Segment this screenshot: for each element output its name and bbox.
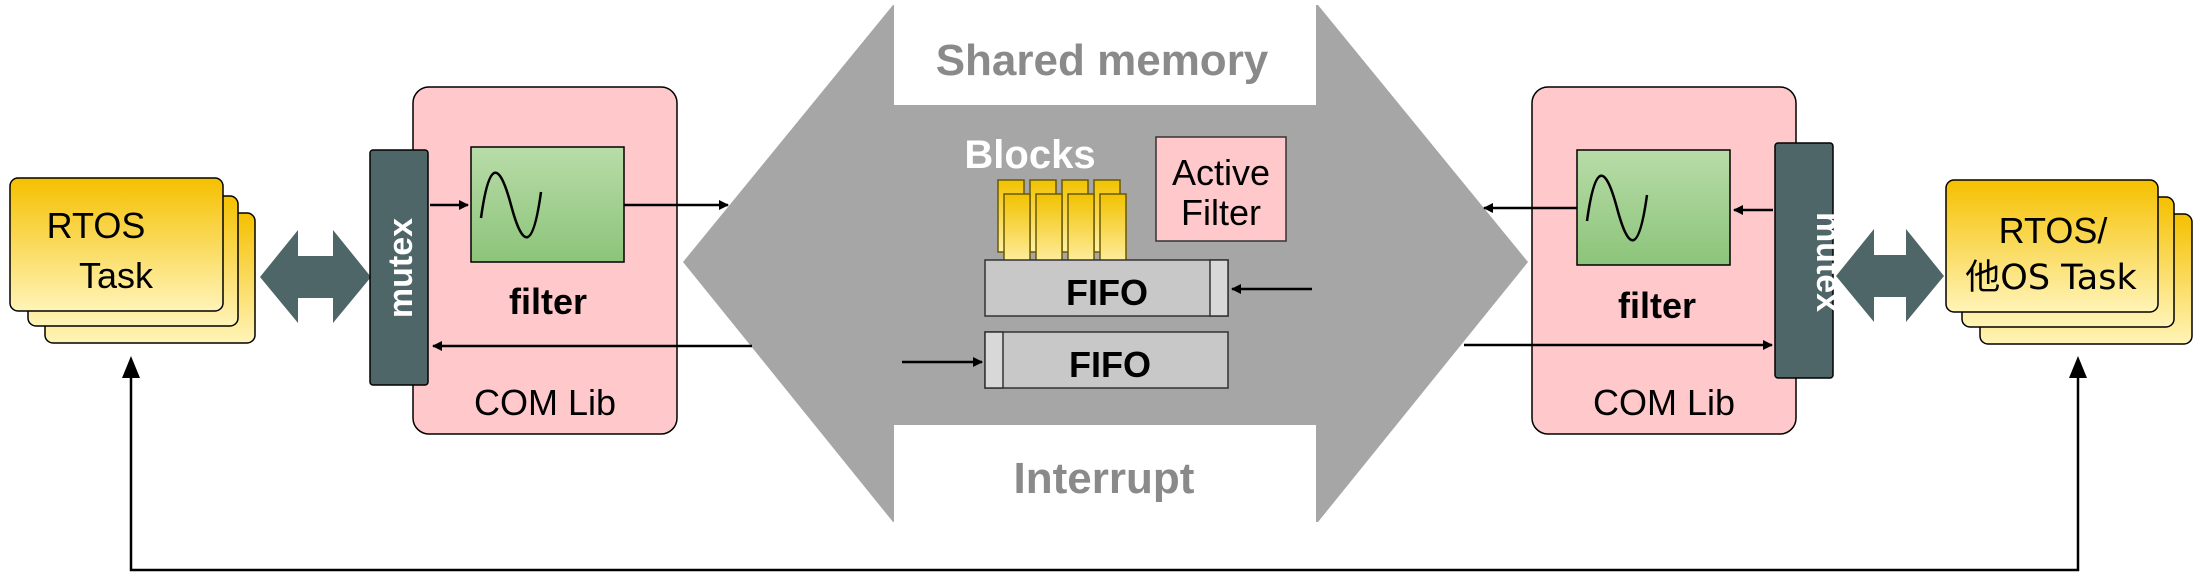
- left-loop-arrowhead: [122, 356, 140, 378]
- left-bidirectional-arrow: [260, 230, 371, 323]
- interrupt-loop-arrow: [129, 360, 2080, 572]
- right-sine-wave-icon: [1585, 174, 1649, 242]
- right-com-lib-label: COM Lib: [1593, 382, 1735, 423]
- left-mutex-bar: [369, 149, 429, 386]
- fifo-top: FIFO: [984, 259, 1229, 317]
- fifo-bottom-label: FIFO: [1069, 344, 1151, 385]
- right-com-lib: filter COM Lib mutex: [1531, 86, 1847, 435]
- left-task-line2: Task: [79, 255, 154, 296]
- shared-memory-label-bg: [894, 5, 1316, 105]
- active-filter-line1: Active: [1172, 152, 1270, 193]
- right-loop-arrowhead: [2069, 356, 2087, 378]
- block-stack: [997, 179, 1127, 267]
- right-filter-label: filter: [1618, 285, 1696, 326]
- active-filter-line2: Filter: [1181, 192, 1261, 233]
- active-filter-box: Active Filter: [1155, 136, 1287, 242]
- block-item: [1099, 193, 1127, 267]
- blocks-label: Blocks: [964, 133, 1095, 177]
- right-bidirectional-arrow: [1836, 229, 1944, 322]
- left-mutex-label: mutex: [382, 218, 420, 318]
- left-filter-box: [470, 146, 625, 263]
- right-task-line2: 他OS Task: [1965, 258, 2137, 298]
- block-item: [1003, 193, 1031, 267]
- right-mutex-bar: [1774, 142, 1834, 379]
- interrupt-label: Interrupt: [1014, 454, 1195, 503]
- block-item: [1067, 193, 1095, 267]
- block-item: [1035, 193, 1063, 267]
- task-card-front: [1945, 179, 2159, 313]
- right-task-line1: RTOS/: [1999, 210, 2108, 251]
- left-filter-label: filter: [509, 281, 587, 322]
- interrupt-label-bg: [894, 425, 1316, 522]
- shared-memory-label: Shared memory: [936, 36, 1269, 85]
- fifo-bottom: FIFO: [984, 331, 1229, 389]
- left-com-lib-label: COM Lib: [474, 382, 616, 423]
- left-task-stack: RTOS Task: [9, 177, 256, 344]
- right-task-stack: RTOS/ 他OS Task: [1945, 179, 2193, 345]
- left-sine-wave-icon: [479, 171, 543, 239]
- right-filter-box: [1576, 149, 1731, 266]
- blocks-group: Blocks: [964, 133, 1127, 267]
- right-mutex-label: mutex: [1809, 212, 1847, 312]
- fifo-top-label: FIFO: [1066, 272, 1148, 313]
- left-com-lib: filter COM Lib mutex: [369, 86, 678, 435]
- task-card-front: [9, 177, 224, 312]
- left-task-line1: RTOS: [47, 205, 146, 246]
